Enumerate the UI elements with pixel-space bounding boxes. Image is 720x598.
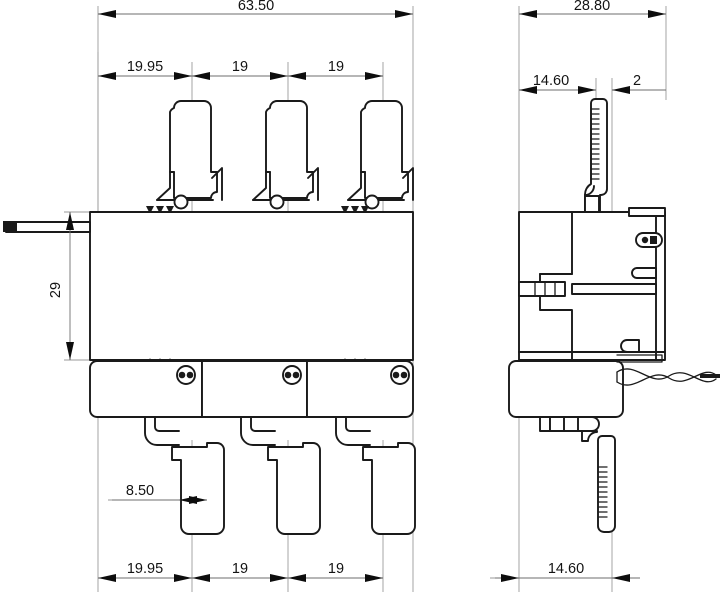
dim-label-bottom-pitch-3: 19	[328, 561, 344, 577]
dim-side-overall-depth: 28.80	[519, 0, 666, 18]
side-bottom-housing	[508, 360, 624, 418]
side-view: 28.80 14.60 2	[490, 0, 720, 592]
front-top-clip-marks	[146, 206, 369, 214]
screw-head-2	[282, 365, 302, 385]
screw-head-3	[390, 365, 410, 385]
dim-label-bottom-pitch-1: 19.95	[127, 561, 163, 577]
dim-front-top-pitches: 19.95 19 19	[98, 59, 383, 80]
dim-front-overall-width: 63.50	[98, 0, 413, 18]
dim-label-side-depth: 28.80	[574, 0, 610, 14]
dim-label-side-tab-thickness: 2	[633, 73, 641, 89]
front-bottom-terminal-1	[144, 416, 225, 535]
front-bottom-housings	[89, 360, 414, 418]
dim-label-pin-width: 8.50	[126, 483, 154, 499]
dim-label-bottom-pitch-2: 19	[232, 561, 248, 577]
side-twisted-wire-pair	[616, 354, 720, 386]
dim-label-side-offset: 14.60	[533, 73, 569, 89]
front-bottom-terminal-3	[335, 416, 416, 535]
front-main-body	[89, 211, 414, 361]
dim-label-top-pitch-3: 19	[328, 59, 344, 75]
front-view: 63.50 19.95 19 19	[3, 0, 416, 592]
side-top-blade-terminal	[584, 98, 608, 213]
screw-head-1	[176, 365, 196, 385]
front-top-terminal-1	[156, 100, 223, 210]
dim-label-body-height: 29	[48, 282, 64, 298]
dim-front-bottom-pitches: 19.95 19 19	[98, 561, 383, 582]
dim-label-top-pitch-2: 19	[232, 59, 248, 75]
front-top-terminals	[156, 100, 414, 210]
side-main-body	[518, 207, 666, 361]
front-bottom-terminals	[144, 416, 416, 535]
dim-front-pin-width: 8.50	[112, 483, 207, 504]
side-bottom-blade-terminal	[539, 416, 616, 533]
dim-front-body-height: 29	[48, 212, 74, 360]
dim-side-bottom-offset: 14.60	[495, 561, 640, 582]
side-screw-head	[635, 232, 663, 248]
front-top-terminal-3	[347, 100, 414, 210]
front-left-lead	[3, 221, 91, 233]
dim-label-overall-width: 63.50	[238, 0, 274, 14]
dim-label-top-pitch-1: 19.95	[127, 59, 163, 75]
front-top-terminal-2	[252, 100, 319, 210]
dim-side-offsets: 14.60 2	[519, 73, 666, 94]
front-bottom-terminal-2	[240, 416, 321, 535]
dim-label-side-bottom-offset: 14.60	[548, 561, 584, 577]
